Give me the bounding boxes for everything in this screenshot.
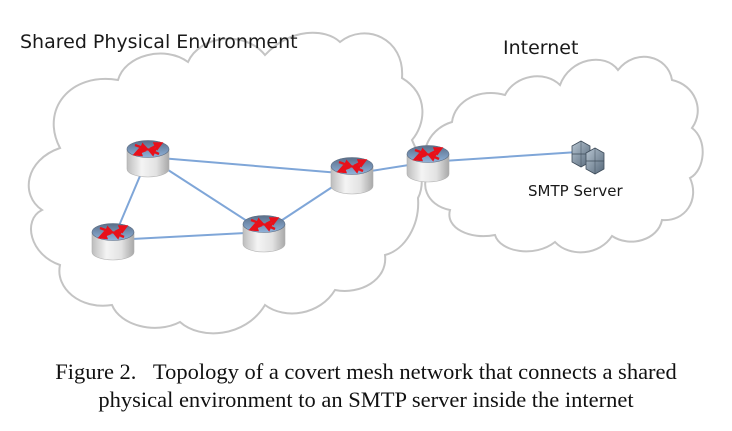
internet-label: Internet <box>503 37 578 59</box>
router-icon <box>331 158 373 195</box>
server-icon <box>571 140 605 175</box>
figure-caption: Figure 2. Topology of a covert mesh netw… <box>0 358 732 414</box>
router-b <box>92 224 134 261</box>
caption-line-2: physical environment to an SMTP server i… <box>98 387 634 412</box>
router-icon <box>92 224 134 261</box>
smtp-server-label: SMTP Server <box>528 182 623 200</box>
link-router-e-smtp-server <box>427 151 579 163</box>
link-router-a-router-d <box>147 156 353 175</box>
router-icon <box>243 216 285 253</box>
router-a <box>127 141 169 178</box>
router-icon <box>407 146 449 183</box>
router-d <box>331 158 373 195</box>
caption-line-1: Figure 2. Topology of a covert mesh netw… <box>55 359 677 384</box>
shared-environment-label: Shared Physical Environment <box>20 31 298 53</box>
router-icon <box>127 141 169 178</box>
link-router-b-router-c <box>112 231 265 241</box>
internet-cloud <box>423 55 704 254</box>
smtp-server <box>571 140 605 175</box>
router-c <box>243 216 285 253</box>
router-e <box>407 146 449 183</box>
